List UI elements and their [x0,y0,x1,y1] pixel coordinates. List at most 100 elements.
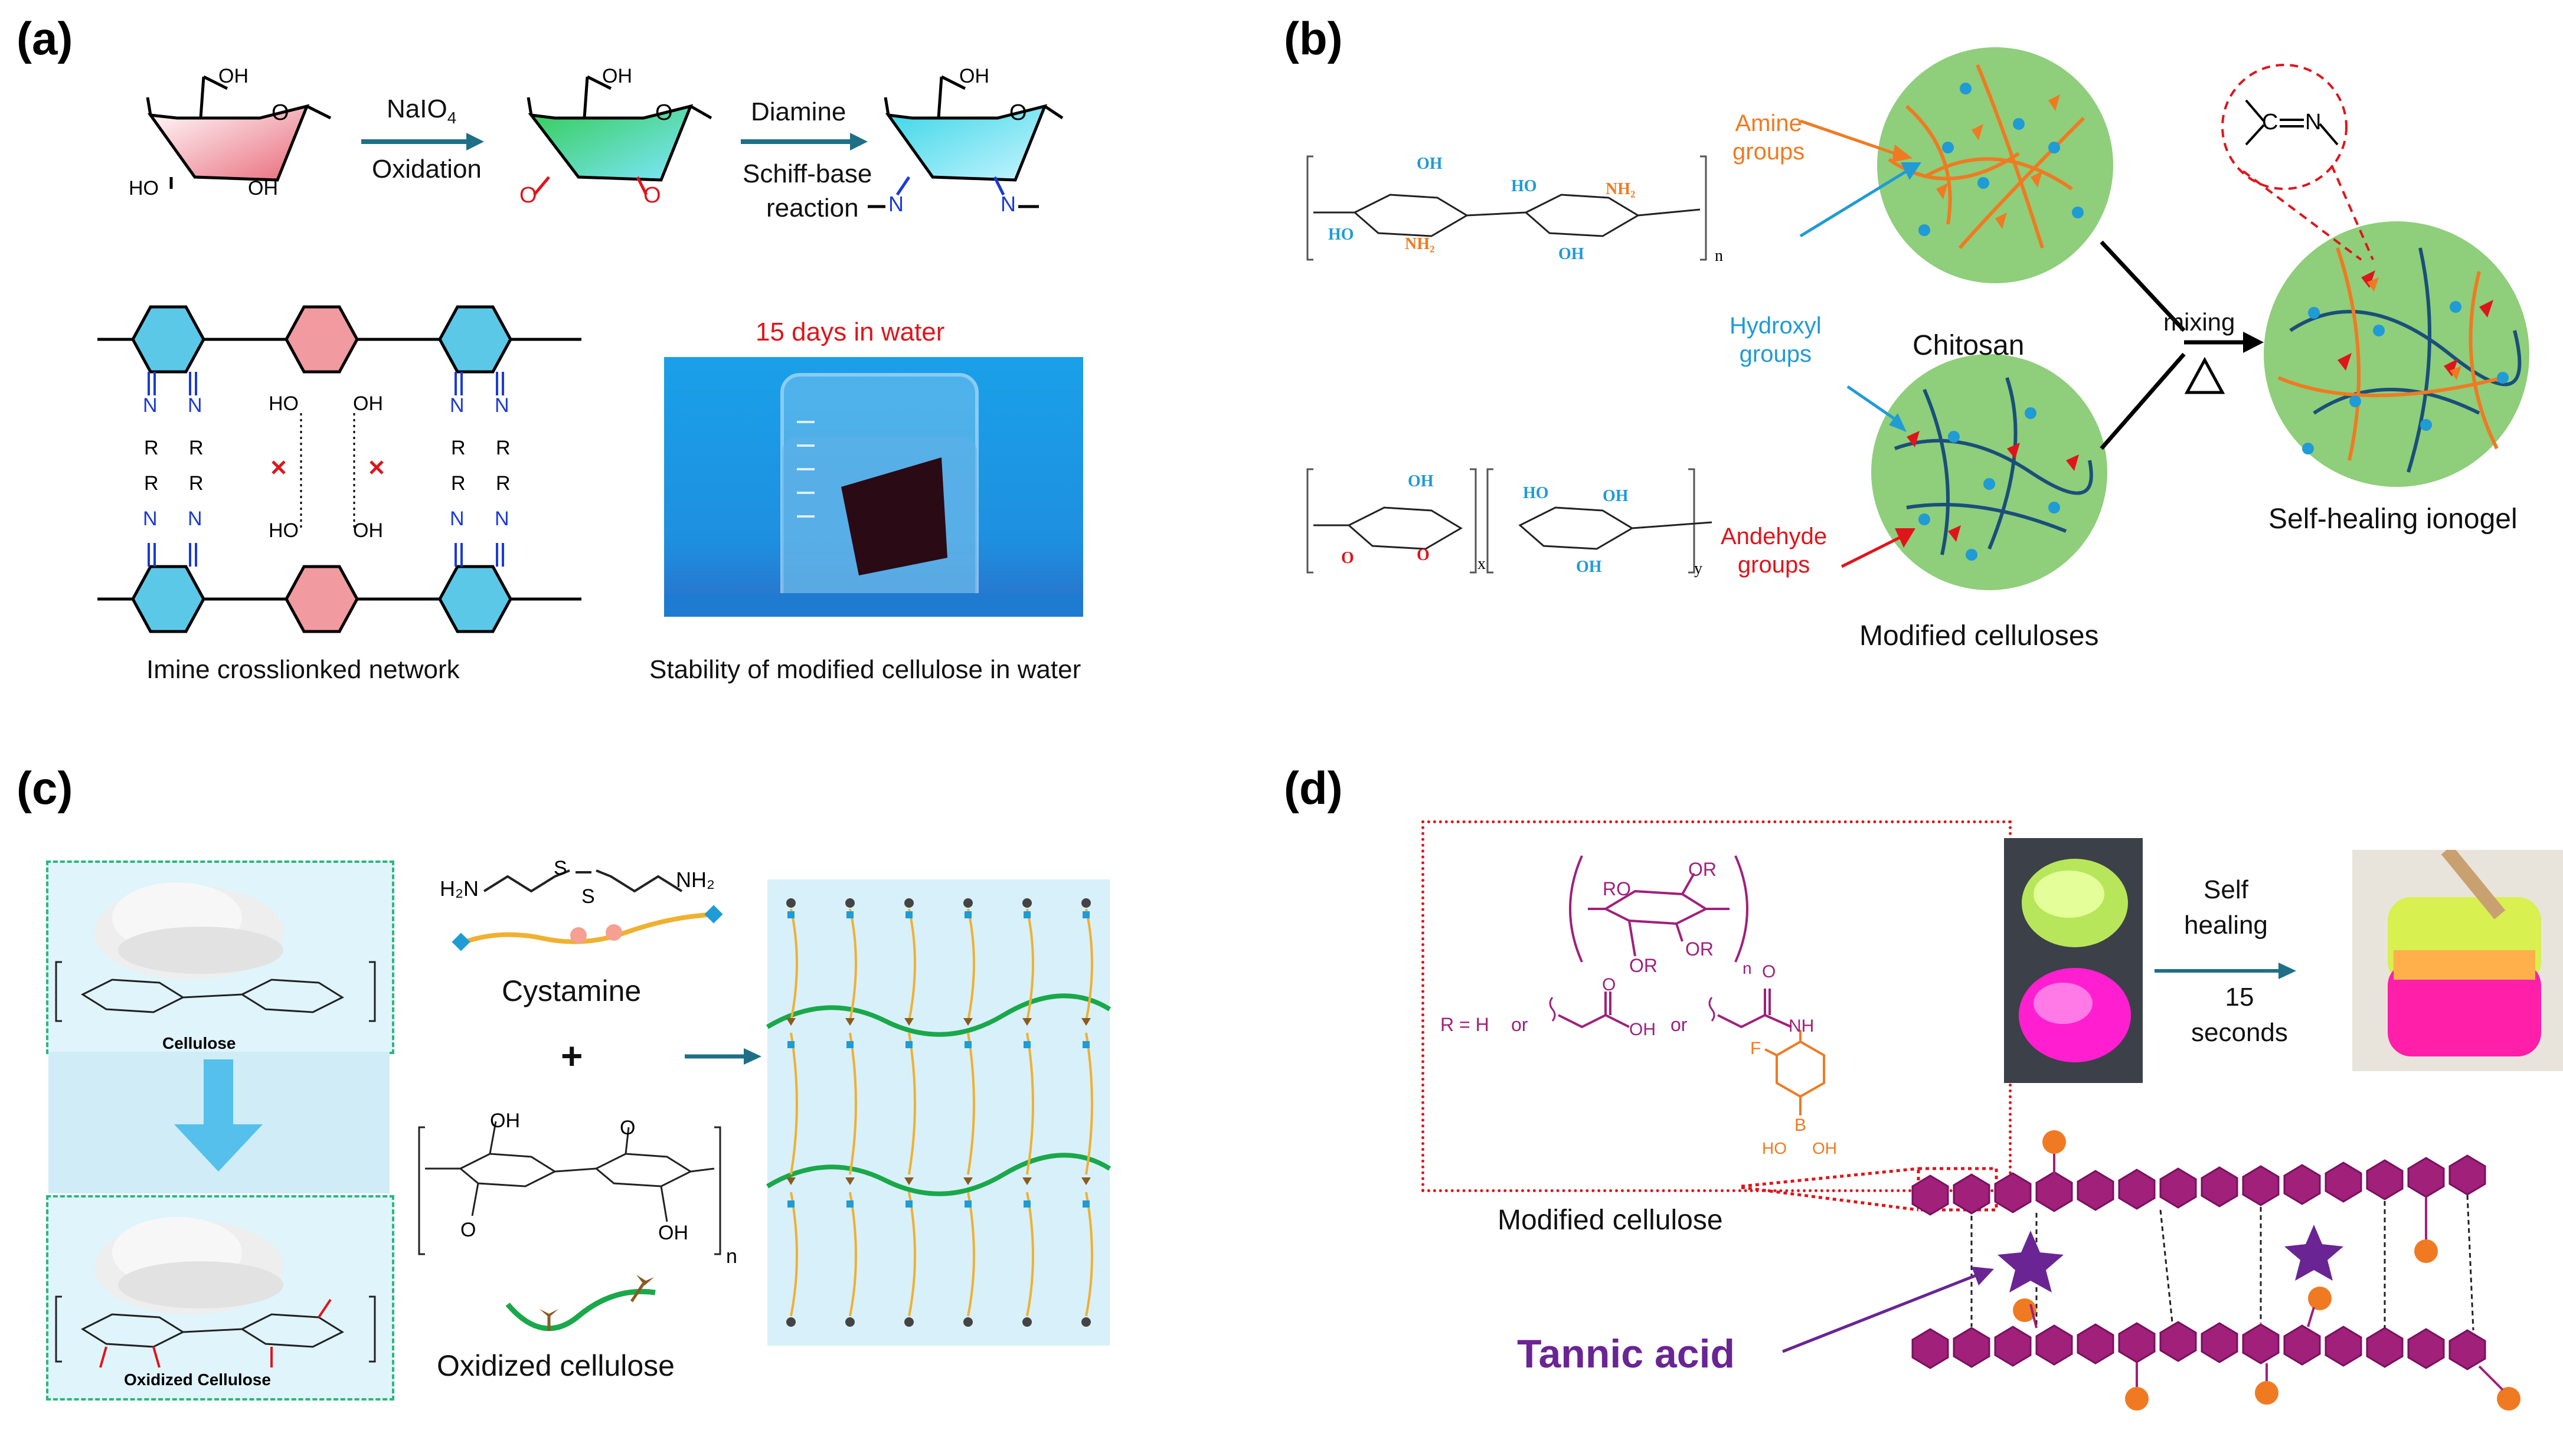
panel-c-label: (c) [17,762,73,814]
fluoro-label: F [1750,1039,1761,1058]
cellulose-oh-label: OH [1576,558,1602,576]
r-group-label: R [144,472,159,495]
r-group-label: R [189,437,204,459]
photo-caption-top: 15 days in water [756,318,945,346]
or-group-label: OR [1629,955,1658,976]
ho-label: HO [129,177,159,199]
amide-o-label: O [1762,962,1776,981]
tannic-acid-star-icon [1998,1231,2064,1293]
aldehyde-o-label: O [460,1219,476,1241]
modified-cellulose-circle [1871,354,2107,590]
oxidation-reagent: NaIO4 [387,94,457,127]
repeat-x-label: x [1477,555,1486,573]
chitosan-ho-label: HO [1328,225,1354,244]
self-healing-arrow-icon [2155,963,2296,979]
modified-cellulose-structure-d [1569,855,1748,963]
schiff-base-label: Schiff-base [743,159,872,188]
aldehyde-o-label: O [519,183,537,208]
cystamine-label: Cystamine [502,974,642,1007]
imine-n-label: N [450,394,465,417]
heat-triangle-icon [2184,356,2225,394]
boronic-acid-group [1708,989,1825,1115]
panel-b-label-arrows [1799,119,1921,568]
r-group-label: R [189,472,204,495]
imine-n-label: N [188,394,202,417]
boronic-ho-label: HO [1762,1139,1787,1157]
carboxymethyl-group [1549,992,1630,1029]
crosslinked-network-diagram [766,898,1111,1327]
self-healing-ionogel-label: Self-healing ionogel [2268,503,2518,535]
nh-label: NH [1789,1016,1815,1036]
oxidized-cellulose-label: Oxidized Cellulose [124,1370,271,1389]
oh-label: OH [353,519,383,542]
repeat-y-label: y [1694,560,1702,578]
crosslinked-network-panel [767,879,1110,1346]
cellulose-powder-and-structure [55,882,376,1022]
r-group-label: R [451,437,466,459]
r-group-label: R [496,472,511,495]
imine-crosslinked-network [97,305,581,633]
panel-a-reaction-scheme [146,75,1064,208]
imine-n-label: N [188,508,202,530]
imine-n-label: N [495,394,509,417]
oh-label: OH [602,65,632,87]
oh-label: OH [658,1222,688,1244]
panel-b-network-scheme [1871,47,2529,590]
ho-label: HO [269,519,299,542]
cellulose-oh-label: OH [1603,487,1629,505]
gel-photo-before [2004,838,2143,1083]
oxidized-cellulose-structure [418,1121,721,1255]
ho-label: HO [269,392,299,415]
oh-label: OH [218,65,249,87]
cellulose-oh-label: OH [1408,472,1434,490]
or-group-label: OR [1685,938,1714,960]
tannic-acid-label: Tannic acid [1517,1331,1735,1376]
chitosan-nh2-label: NH₂ [1405,235,1435,253]
reaction-label: reaction [766,194,859,223]
oxidized-cellulose-powder-and-structure [55,1217,376,1368]
mixing-label: mixing [2163,308,2235,336]
modified-cellulose-caption: Modified cellulose [1498,1205,1723,1236]
oxidation-down-arrow-icon [174,1059,263,1172]
carboxyl-oh-label: OH [1629,1020,1656,1039]
r-equals-label: R = H [1440,1014,1489,1035]
sulfur-label: S [554,857,567,879]
imine-n-label: N [1001,192,1016,216]
diamine-label: Diamine [751,97,846,126]
ro-label: RO [1603,878,1631,899]
modified-cellulose-structure [1306,468,1712,574]
imine-c-label: C [2262,110,2278,135]
or-label: or [1511,1014,1528,1035]
oh-label: OH [490,1110,520,1132]
chitosan-oh-label: OH [1558,245,1584,263]
imine-n-label: N [2305,110,2322,135]
repeat-n-label: n [1743,959,1752,977]
cellulose-ho-label: HO [1523,484,1549,502]
c-arrow-icon [685,1048,761,1065]
chitosan-nh2-label: NH₂ [1606,180,1636,198]
modified-cellulose-zoom-lines [1741,1167,1998,1212]
tannic-acid-star-icon [2284,1225,2343,1281]
ring-oxygen-label: O [272,100,289,125]
sulfur-label: S [581,885,595,908]
cellulose-label: Cellulose [162,1034,236,1052]
oh-label: OH [248,177,278,199]
aldehyde-o-label: O [620,1117,636,1139]
tannic-acid-arrow-icon [1782,1267,1994,1353]
chitosan-oh-label: OH [1417,155,1443,173]
oxidation-label: Oxidation [372,155,482,184]
oxidized-cellulose-chain-icon [505,1275,656,1331]
imine-n-label: N [888,192,904,216]
oh-label: OH [353,392,383,415]
panel-d-label: (d) [1284,762,1343,814]
network-caption: Imine crosslionked network [146,655,460,684]
aldehyde-o-label: O [1417,546,1430,564]
imine-n-label: N [143,508,158,530]
repeat-n-label: n [1715,247,1723,265]
ring-oxygen-label: O [1009,100,1027,125]
plus-sign: + [561,1035,583,1077]
